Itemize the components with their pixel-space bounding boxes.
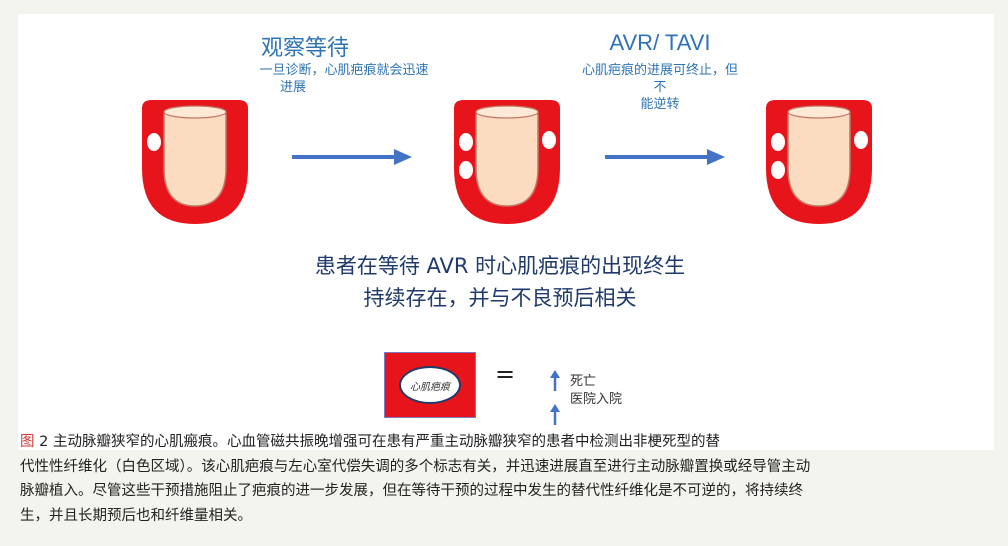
main-statement: 患者在等待 AVR 时心肌疤痕的出现终生 持续存在，并与不良预后相关 — [280, 250, 720, 314]
outcome-death: 死亡 — [570, 374, 597, 389]
scar-patch — [147, 133, 161, 151]
up-arrow-icon — [550, 404, 560, 425]
stage-note-line: 心肌疤痕的进展可终止，但 — [581, 63, 738, 78]
caption-line: 图 2 主动脉瓣狭窄的心肌瘢痕。心血管磁共振晚增强可在患有严重主动脉瓣狭窄的患者… — [20, 434, 720, 450]
stage-note-avr-tavi: 心肌疤痕的进展可终止，但 不 能逆转 — [562, 62, 758, 113]
legend-scar-oval: 心肌疤痕 — [399, 366, 461, 404]
scar-patch — [771, 161, 785, 179]
legend-scar-box: 心肌疤痕 — [384, 352, 476, 418]
stage-note-line: 一旦诊断，心肌疤痕就会迅速 — [259, 63, 429, 78]
caption-line: 脉瓣植入。尽管这些干预措施阻止了疤痕的进一步发展，但在等待干预的过程中发生的替代… — [20, 483, 803, 499]
statement-line: 患者在等待 AVR 时心肌疤痕的出现终生 — [314, 254, 686, 278]
scar-patch — [542, 131, 556, 149]
scar-patch — [459, 133, 473, 151]
stage-note-line: 进展 — [280, 80, 307, 95]
progression-arrow-2 — [605, 149, 725, 165]
statement-line: 持续存在，并与不良预后相关 — [363, 286, 637, 310]
stage-note-line: 能逆转 — [640, 97, 680, 112]
scar-patch — [771, 133, 785, 151]
figure-label: 图 — [20, 434, 35, 450]
stage-title-avr-tavi: AVR/ TAVI — [609, 30, 711, 55]
stage-title-watchful-waiting: 观察等待 — [260, 35, 349, 60]
caption-line: 代性性纤维化（白色区域）。该心肌疤痕与左心室代偿失调的多个标志有关，并迅速进展直… — [20, 458, 811, 475]
heart-stage-2 — [454, 100, 560, 224]
heart-stage-1 — [142, 100, 248, 224]
stage-note-watchful-waiting: 一旦诊断，心肌疤痕就会迅速 进展 — [244, 62, 444, 96]
equals-sign: = — [495, 360, 516, 388]
scar-patch — [854, 131, 868, 149]
heart-stage-3 — [766, 100, 872, 224]
scar-patch — [459, 161, 473, 179]
stage-note-line: 不 — [653, 80, 667, 95]
figure-panel — [18, 14, 994, 450]
figure-caption: 图 2 主动脉瓣狭窄的心肌瘢痕。心血管磁共振晚增强可在患有严重主动脉瓣狭窄的患者… — [20, 430, 1000, 528]
progression-arrow-1 — [292, 149, 412, 165]
up-arrow-icon — [550, 370, 560, 391]
caption-line: 生，并且长期预后也和纤维量相关。 — [20, 507, 252, 524]
outcome-hospitalization: 医院入院 — [570, 392, 623, 407]
